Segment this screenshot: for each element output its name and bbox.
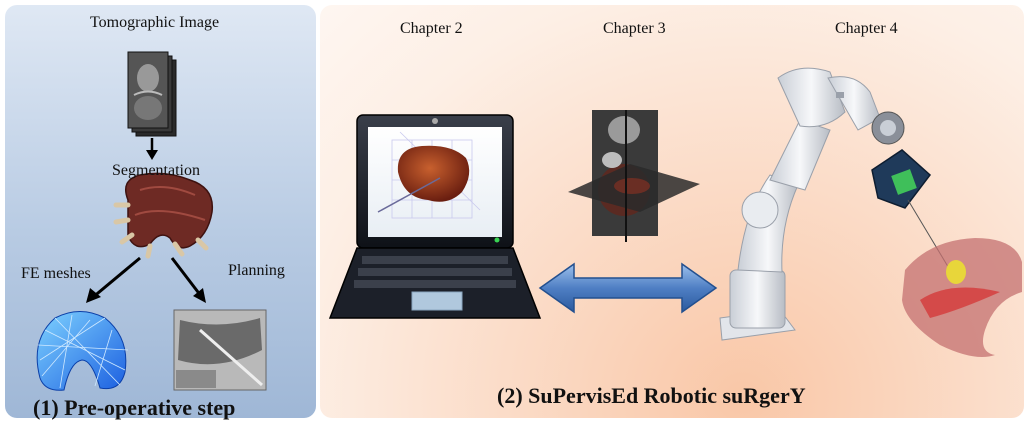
chapter-4-label: Chapter 4: [835, 20, 898, 37]
flow-arrow-planning: [170, 257, 206, 303]
surgery-title: (2) SuPervisEd Robotic suRgerY: [497, 383, 806, 408]
liver-segmentation-icon: [113, 172, 214, 259]
ct-volume-icon: [127, 51, 177, 137]
laptop-icon: [328, 114, 542, 319]
planning-label: Planning: [228, 262, 285, 279]
chapter-3-label: Chapter 3: [603, 20, 666, 37]
chapter-2-label: Chapter 2: [400, 20, 463, 37]
fe-meshes-label: FE meshes: [21, 265, 91, 282]
robot-arm-icon: [719, 67, 905, 341]
segmentation-label: Segmentation: [112, 162, 200, 179]
tomographic-image-label: Tomographic Image: [90, 14, 220, 31]
flow-arrow-fe-meshes: [86, 256, 141, 303]
preoperative-title: (1) Pre-operative step: [33, 395, 236, 420]
ct-slices-icon: [568, 110, 700, 242]
fe-mesh-icon: [36, 311, 129, 391]
organ-model-icon: [902, 238, 1022, 358]
flow-arrow-segmentation: [146, 138, 158, 160]
double-arrow-icon: [538, 262, 718, 314]
planning-image-icon: [173, 309, 267, 391]
camera-icon: [871, 149, 951, 271]
